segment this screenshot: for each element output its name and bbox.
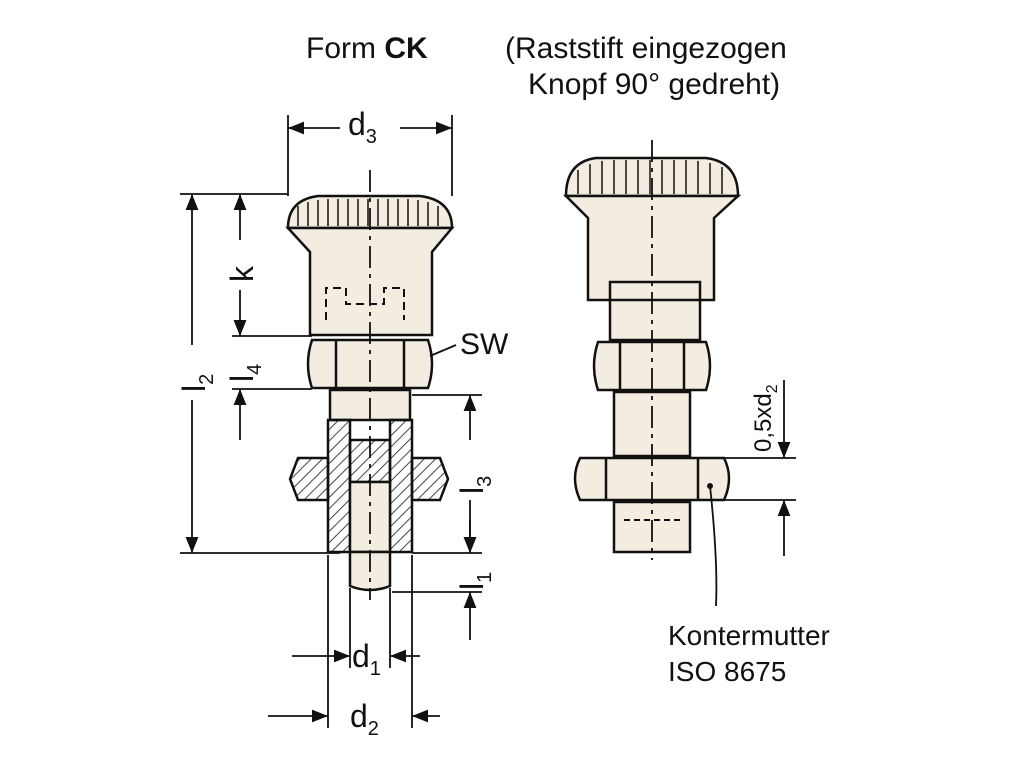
left-knurl-lines — [297, 199, 439, 226]
left-body-wall-left — [326, 418, 352, 554]
right-knurl-lines — [577, 160, 723, 194]
counter-nut-leader-dot — [707, 483, 713, 489]
left-body-wall-right — [388, 418, 414, 554]
right-dimension-lines — [709, 380, 796, 607]
callout-line-2: ISO 8675 — [668, 656, 787, 687]
counter-nut-callout: Kontermutter ISO 8675 — [668, 618, 830, 690]
dim-l2: l2 — [176, 373, 218, 392]
left-dimension-lines — [180, 115, 482, 728]
dim-d3: d3 — [348, 106, 377, 148]
left-plate-left — [288, 456, 330, 502]
right-upper-nut — [592, 340, 712, 392]
left-knob-body — [285, 226, 455, 337]
dim-d1: d1 — [352, 638, 381, 680]
right-knob-cap — [564, 156, 740, 198]
dim-k: k — [224, 266, 260, 282]
dim-d2: d2 — [350, 698, 379, 740]
right-neck — [608, 298, 702, 342]
form-code: CK — [384, 32, 428, 65]
form-prefix: Form — [306, 32, 376, 65]
dim-l4: l4 — [224, 363, 266, 382]
caption-line-1: (Raststift eingezogen — [505, 32, 787, 65]
callout-line-1: Kontermutter — [668, 620, 830, 651]
dim-sw: SW — [460, 328, 509, 361]
dim-half-d2: 0,5xd2 — [750, 384, 781, 452]
left-plate-right — [410, 456, 450, 502]
caption-line-2: Knopf 90° gedreht) — [528, 68, 781, 101]
dim-l1: l1 — [454, 571, 496, 590]
form-title: Form CK — [306, 34, 428, 64]
dim-l3: l3 — [454, 475, 496, 494]
